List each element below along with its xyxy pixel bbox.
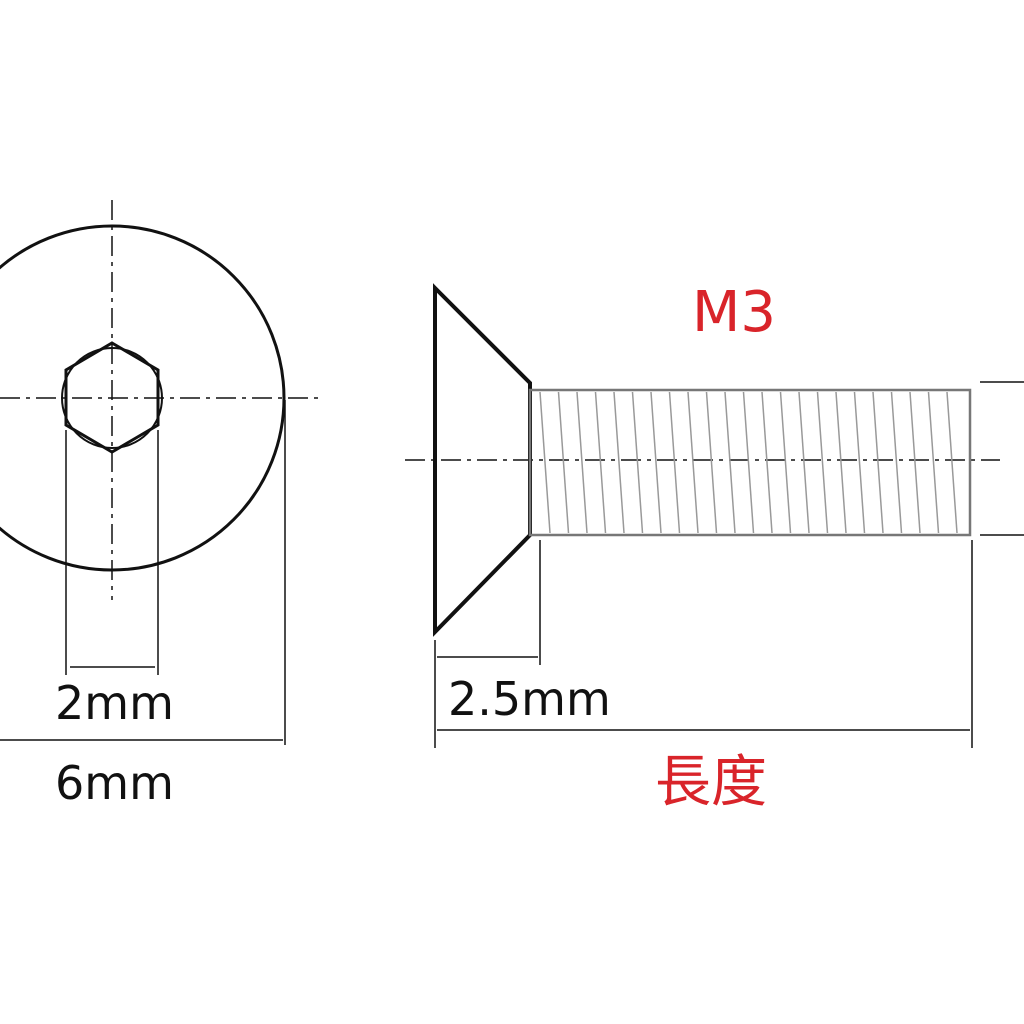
thread-line [946,391,958,534]
thread-line [539,391,551,534]
thread-line [798,391,810,534]
thread-line [705,391,718,534]
thread-line [650,391,662,534]
thread-line [835,391,847,534]
thread-line [872,391,884,534]
thread-line [668,391,681,534]
thread-line [613,391,625,534]
thread-line [890,391,903,534]
label-thread: M3 [692,280,776,345]
thread-line [631,391,644,534]
label-length: 長度 [655,750,767,815]
thread-line [816,391,829,534]
thread-line [927,391,940,534]
thread-line [557,391,570,534]
thread-line [724,391,736,534]
thread-line [594,391,607,534]
thread-line [909,391,921,534]
thread-line [779,391,792,534]
thread-line [576,391,588,534]
thread-line [853,391,866,534]
thread-line [687,391,699,534]
thread-line [761,391,773,534]
label-head-diameter: 6mm [55,756,174,810]
label-head-height: 2.5mm [448,672,611,726]
label-hex-size: 2mm [55,676,174,730]
thread-line [742,391,755,534]
thread-shank [528,388,972,537]
